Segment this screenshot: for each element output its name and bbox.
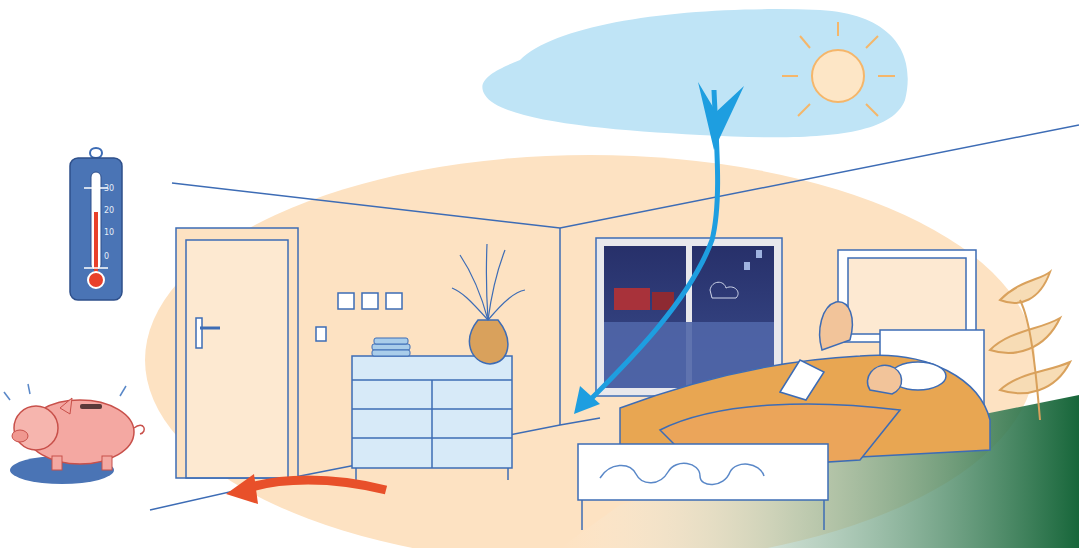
dresser-part	[431, 380, 433, 468]
dresser-part	[352, 356, 512, 468]
window-part	[756, 250, 762, 258]
sky-part	[482, 9, 907, 137]
sun	[782, 22, 895, 116]
towels-part	[372, 350, 410, 356]
wall-picture-part	[838, 250, 976, 342]
room-outline-part	[559, 228, 561, 425]
piggy-bank-part	[12, 430, 28, 442]
dresser-part	[355, 468, 357, 480]
wall-switches-part	[386, 293, 402, 309]
piggy-bank-part	[28, 384, 30, 394]
vase-plant-part	[469, 320, 507, 364]
vase-plant-part-part	[486, 244, 488, 320]
dresser	[352, 356, 512, 480]
plant-leaves	[990, 272, 1070, 420]
towels-part	[372, 344, 410, 350]
sun-part	[800, 36, 810, 48]
heat-loss-arrow-part	[226, 474, 258, 504]
vase-plant-part-part	[452, 288, 488, 320]
solar-gain-arrow-part	[698, 82, 744, 150]
piggy-bank-part	[120, 386, 126, 396]
door-part	[176, 228, 298, 478]
thermometer-part	[88, 272, 104, 288]
towels	[372, 338, 410, 356]
door	[176, 228, 298, 478]
sun-part	[878, 75, 895, 77]
bed-part	[820, 302, 853, 350]
piggy-bank-part	[60, 398, 72, 414]
wall-switches-part	[316, 327, 326, 341]
vase-plant-part	[452, 244, 525, 320]
scale-number: 10	[104, 228, 114, 237]
sun-part	[837, 22, 839, 36]
sun-part	[782, 75, 798, 77]
door-part	[200, 327, 220, 330]
room-outline-part	[172, 125, 1079, 228]
heat-loss-arrow	[226, 474, 386, 504]
vase-plant-part-part	[460, 255, 488, 320]
plant-leaves-part	[1000, 272, 1050, 303]
solar-gain-arrow	[574, 82, 744, 414]
bed-part	[578, 444, 828, 500]
bed-part	[780, 360, 824, 400]
window-part	[710, 282, 738, 298]
thermometer	[70, 148, 122, 300]
door-part	[196, 318, 202, 348]
room-outline	[150, 125, 1079, 510]
piggy-bank-part	[14, 406, 58, 450]
plant-leaves-part	[990, 318, 1060, 353]
towels-part	[374, 338, 408, 344]
bed-part	[600, 463, 764, 484]
piggy-bank-part	[4, 392, 10, 400]
thermometer-part	[84, 267, 108, 269]
bed-part	[581, 500, 583, 530]
scale-number: 30	[104, 184, 114, 193]
solar-gain-arrow-part	[590, 90, 718, 400]
thermometer-part	[70, 158, 122, 300]
bed-part	[867, 365, 901, 394]
sun-part	[866, 104, 878, 116]
wall-picture	[838, 250, 976, 342]
door-part	[186, 240, 288, 478]
sun-part	[866, 36, 878, 48]
wall-switches	[316, 293, 402, 341]
heat-loss-arrow-part	[248, 480, 386, 490]
vase-plant-part-part	[488, 250, 505, 320]
plant-leaves-part	[1020, 300, 1040, 420]
bed-part	[823, 500, 825, 530]
window-part	[744, 262, 750, 270]
thermometer-part	[90, 148, 102, 158]
window-part	[614, 288, 650, 310]
piggy-bank-part	[80, 404, 102, 409]
wall-switches-part	[338, 293, 354, 309]
scale-number: 20	[104, 206, 114, 215]
wall-picture-part	[848, 258, 966, 334]
wall-switches-part	[362, 293, 378, 309]
vase-plant-part-part	[488, 290, 525, 320]
piggy-bank-part	[102, 456, 112, 470]
thermometer-part	[94, 212, 98, 272]
vase-plant	[452, 244, 525, 364]
scale-number: 0	[104, 252, 109, 261]
piggy-bank-part	[134, 425, 144, 434]
dresser-part	[507, 468, 509, 480]
sky	[482, 9, 907, 137]
piggy-bank	[4, 384, 144, 484]
piggy-bank-part	[52, 456, 62, 470]
sun-part	[812, 50, 864, 102]
bed	[578, 302, 990, 530]
solar-gain-arrow-part	[574, 386, 600, 414]
sun-part	[798, 104, 810, 116]
